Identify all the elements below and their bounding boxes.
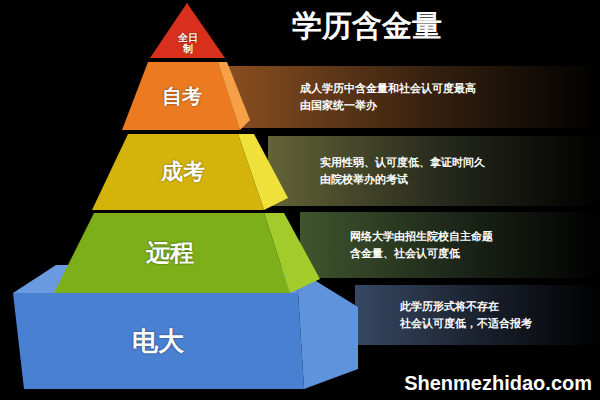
description-band: 实用性弱、认可度低、拿证时间久由院校举办的考试 — [268, 136, 600, 206]
layer-face — [54, 213, 290, 293]
description-text: 含金量、社会认可度低 — [350, 245, 460, 262]
band-text-box: 成人学历中含金量和社会认可度最高由国家统一举办 — [300, 66, 594, 128]
layer-label: 全日制 — [178, 32, 198, 55]
band-text-box: 此学历形式将不存在社会认可度低，不适合报考 — [400, 285, 594, 345]
description-text: 成人学历中含金量和社会认可度最高 — [300, 80, 476, 97]
pyramid-layer: 全日制 — [150, 3, 225, 58]
layer-face — [13, 293, 304, 389]
description-text: 实用性弱、认可度低、拿证时间久 — [320, 154, 485, 171]
description-text: 网络大学由招生院校自主命题 — [350, 228, 493, 245]
diagram-title: 学历含金量 — [292, 6, 442, 47]
layer-label-box: 自考 — [138, 64, 226, 128]
description-text: 社会认可度低，不适合报考 — [400, 315, 532, 332]
band-text-box: 实用性弱、认可度低、拿证时间久由院校举办的考试 — [320, 136, 594, 206]
description-band: 成人学历中含金量和社会认可度最高由国家统一举办 — [218, 66, 600, 128]
band-text-box: 网络大学由招生院校自主命题含金量、社会认可度低 — [350, 212, 594, 278]
layer-label: 自考 — [162, 84, 202, 108]
layer-label: 电大 — [132, 326, 184, 357]
pyramid-layer: 自考 — [120, 62, 250, 130]
layer-label: 成考 — [161, 159, 205, 185]
layer-label-box: 全日制 — [167, 30, 208, 56]
layer-label: 远程 — [146, 239, 194, 268]
layer-face — [13, 265, 298, 293]
layer-label-box: 成考 — [108, 136, 258, 208]
pyramid-layer: 远程 — [50, 213, 320, 293]
layer-label-box: 电大 — [38, 299, 278, 385]
pyramid-layer: 成考 — [88, 134, 288, 210]
layer-face — [150, 3, 225, 58]
watermark: Shenmezhidao.com — [404, 372, 592, 395]
layer-label-box: 远程 — [70, 215, 270, 291]
description-text: 由院校举办的考试 — [320, 171, 408, 188]
description-band: 此学历形式将不存在社会认可度低，不适合报考 — [355, 285, 600, 345]
layer-face — [92, 134, 264, 210]
description-text: 由国家统一举办 — [300, 97, 377, 114]
description-band: 网络大学由招生院校自主命题含金量、社会认可度低 — [300, 212, 600, 278]
description-text: 此学历形式将不存在 — [400, 298, 499, 315]
